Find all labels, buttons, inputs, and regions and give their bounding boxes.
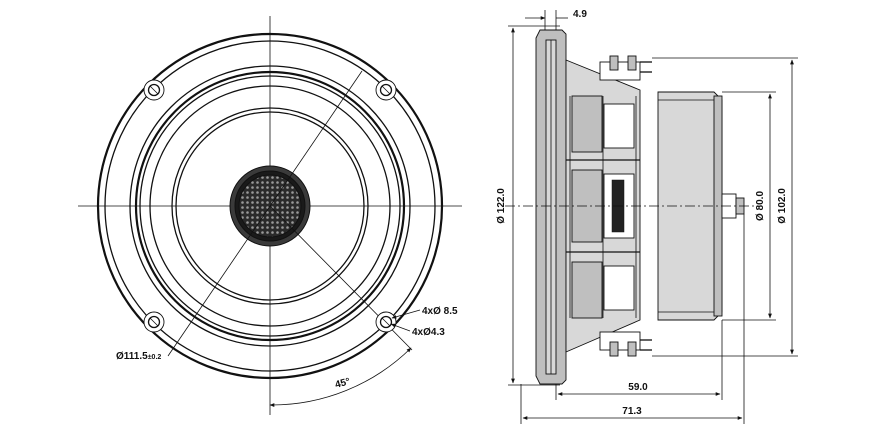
hole-small-leader [390,323,411,332]
mount-depth-label: 59.0 [628,382,648,393]
cone-outer-edge [149,85,391,327]
magnet-diameter-label: Ø 80.0 [755,191,766,221]
mount-hole-bottom-right [375,311,397,333]
surround-ring-outer [134,70,406,342]
terminal-top [599,55,652,81]
flange-thickness-label: 4.9 [573,9,587,20]
hole-small-label: 4xØ4.3 [412,327,445,338]
angle-arc [269,347,412,407]
terminal-bottom [599,331,652,357]
mount-hole-top-right [375,79,397,101]
surround-ring-inner [139,75,401,337]
frame-ring-3 [129,65,411,347]
frame-diameter-label: Ø 102.0 [777,188,788,224]
hole-large-label: 4xØ 8.5 [422,306,458,317]
hole-large-leader [391,309,421,319]
total-depth-label: 71.3 [622,406,642,417]
outer-diameter-label: Ø 122.0 [496,188,507,224]
frame-ribs [566,95,640,319]
diagonal-reference-line [167,70,363,357]
cone-inner-ring [175,111,365,301]
mount-diameter-label: Ø111.5±0.2 [116,351,161,362]
front-view: 4xØ 8.5 4xØ4.3 Ø111.5±0.2 45° [78,16,462,415]
mount-hole-bottom-left [143,311,165,333]
angle-label: 45° [334,376,351,391]
mount-hole-top-left [143,79,165,101]
cone-ring [171,107,369,305]
side-view: 4.9 Ø 122.0 [496,9,798,424]
